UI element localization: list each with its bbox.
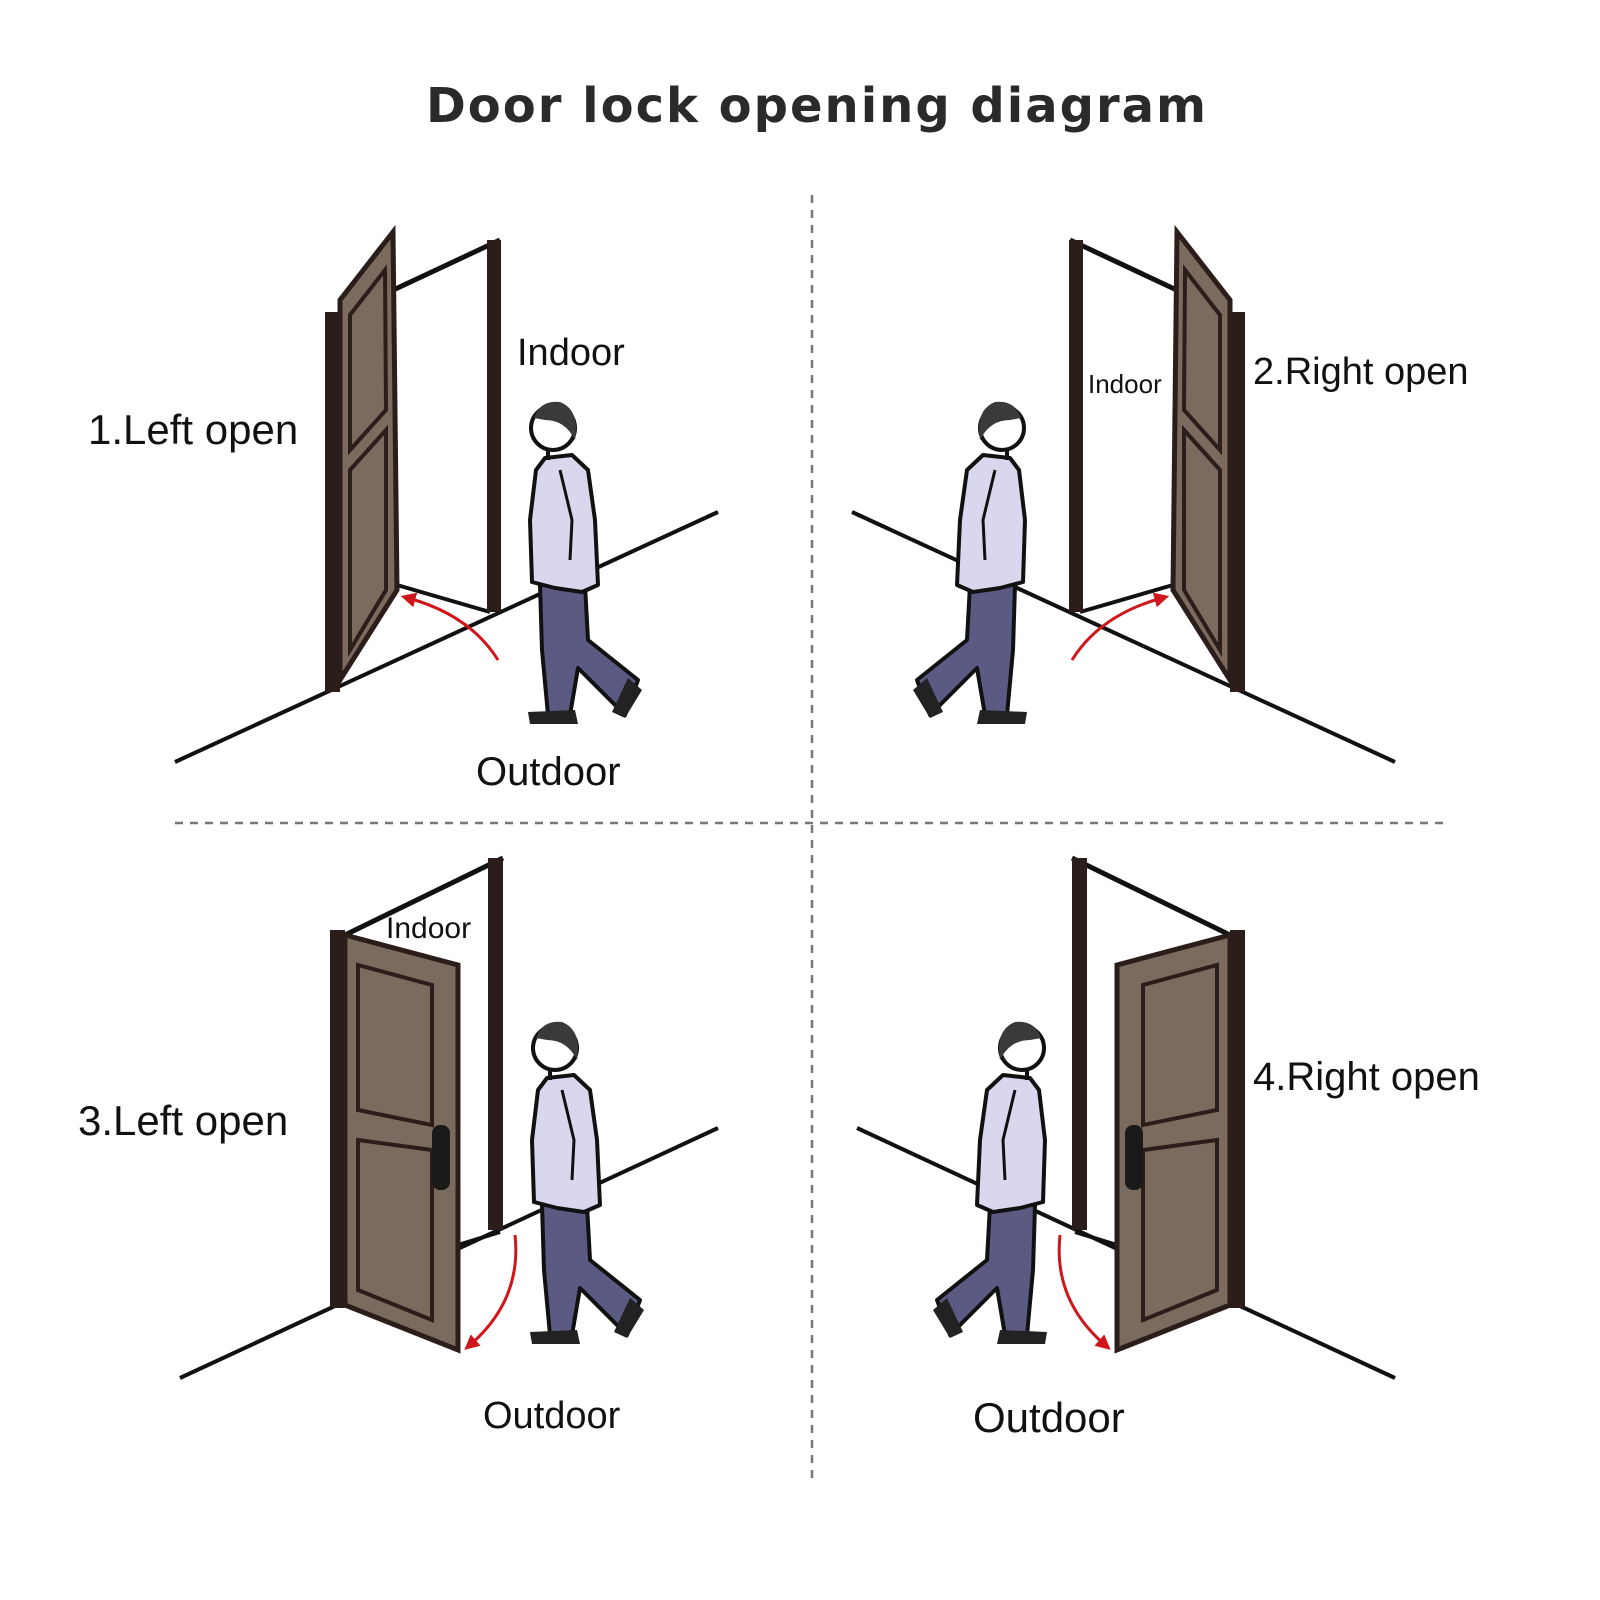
panel-label: 4.Right open — [1253, 1055, 1480, 1099]
outdoor-label: Outdoor — [476, 750, 621, 794]
page-title: Door lock opening diagram — [426, 78, 1208, 134]
indoor-label: Indoor — [517, 332, 625, 374]
panel-label: 3.Left open — [78, 1097, 288, 1144]
panel-right-open-inward: Indoor 2.Right open — [852, 232, 1469, 762]
outdoor-label: Outdoor — [483, 1395, 621, 1437]
panel-left-open-outward: 3.Left open Indoor Outdoor — [78, 858, 718, 1437]
person-icon — [931, 1019, 1049, 1346]
panel-right-open-outward: 4.Right open Outdoor — [857, 858, 1480, 1441]
person-icon — [526, 399, 644, 726]
indoor-label: Indoor — [386, 912, 471, 945]
outdoor-label: Outdoor — [973, 1394, 1125, 1441]
panel-label: 1.Left open — [88, 406, 298, 453]
indoor-label: Indoor — [1088, 369, 1162, 399]
person-icon — [911, 399, 1029, 726]
panel-left-open-inward: 1.Left open Indoor Outdoor — [88, 232, 718, 794]
person-icon — [528, 1019, 646, 1346]
panel-label: 2.Right open — [1253, 351, 1469, 393]
